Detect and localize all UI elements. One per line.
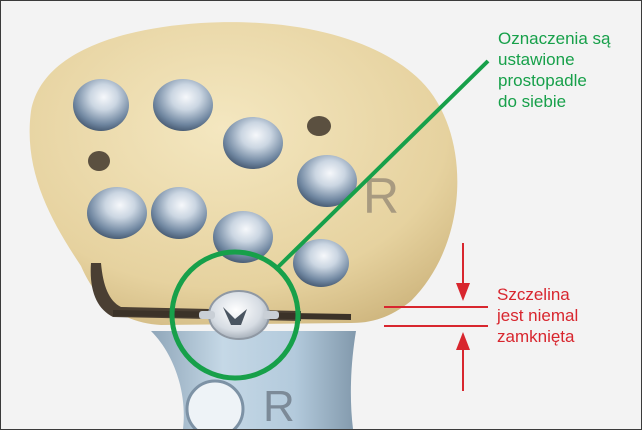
gap-arrow-top-head [456,283,470,301]
gap-arrow-bottom-head [456,332,470,350]
alignment-callout-text: Oznaczenia są ustawione prostopadle do s… [498,28,610,112]
screw-head [209,291,269,339]
shaft-hole [187,381,243,429]
gap-callout-text: Szczelina jest niemal zamknięta [497,284,578,347]
shaft-engraving-r: R [263,382,295,429]
